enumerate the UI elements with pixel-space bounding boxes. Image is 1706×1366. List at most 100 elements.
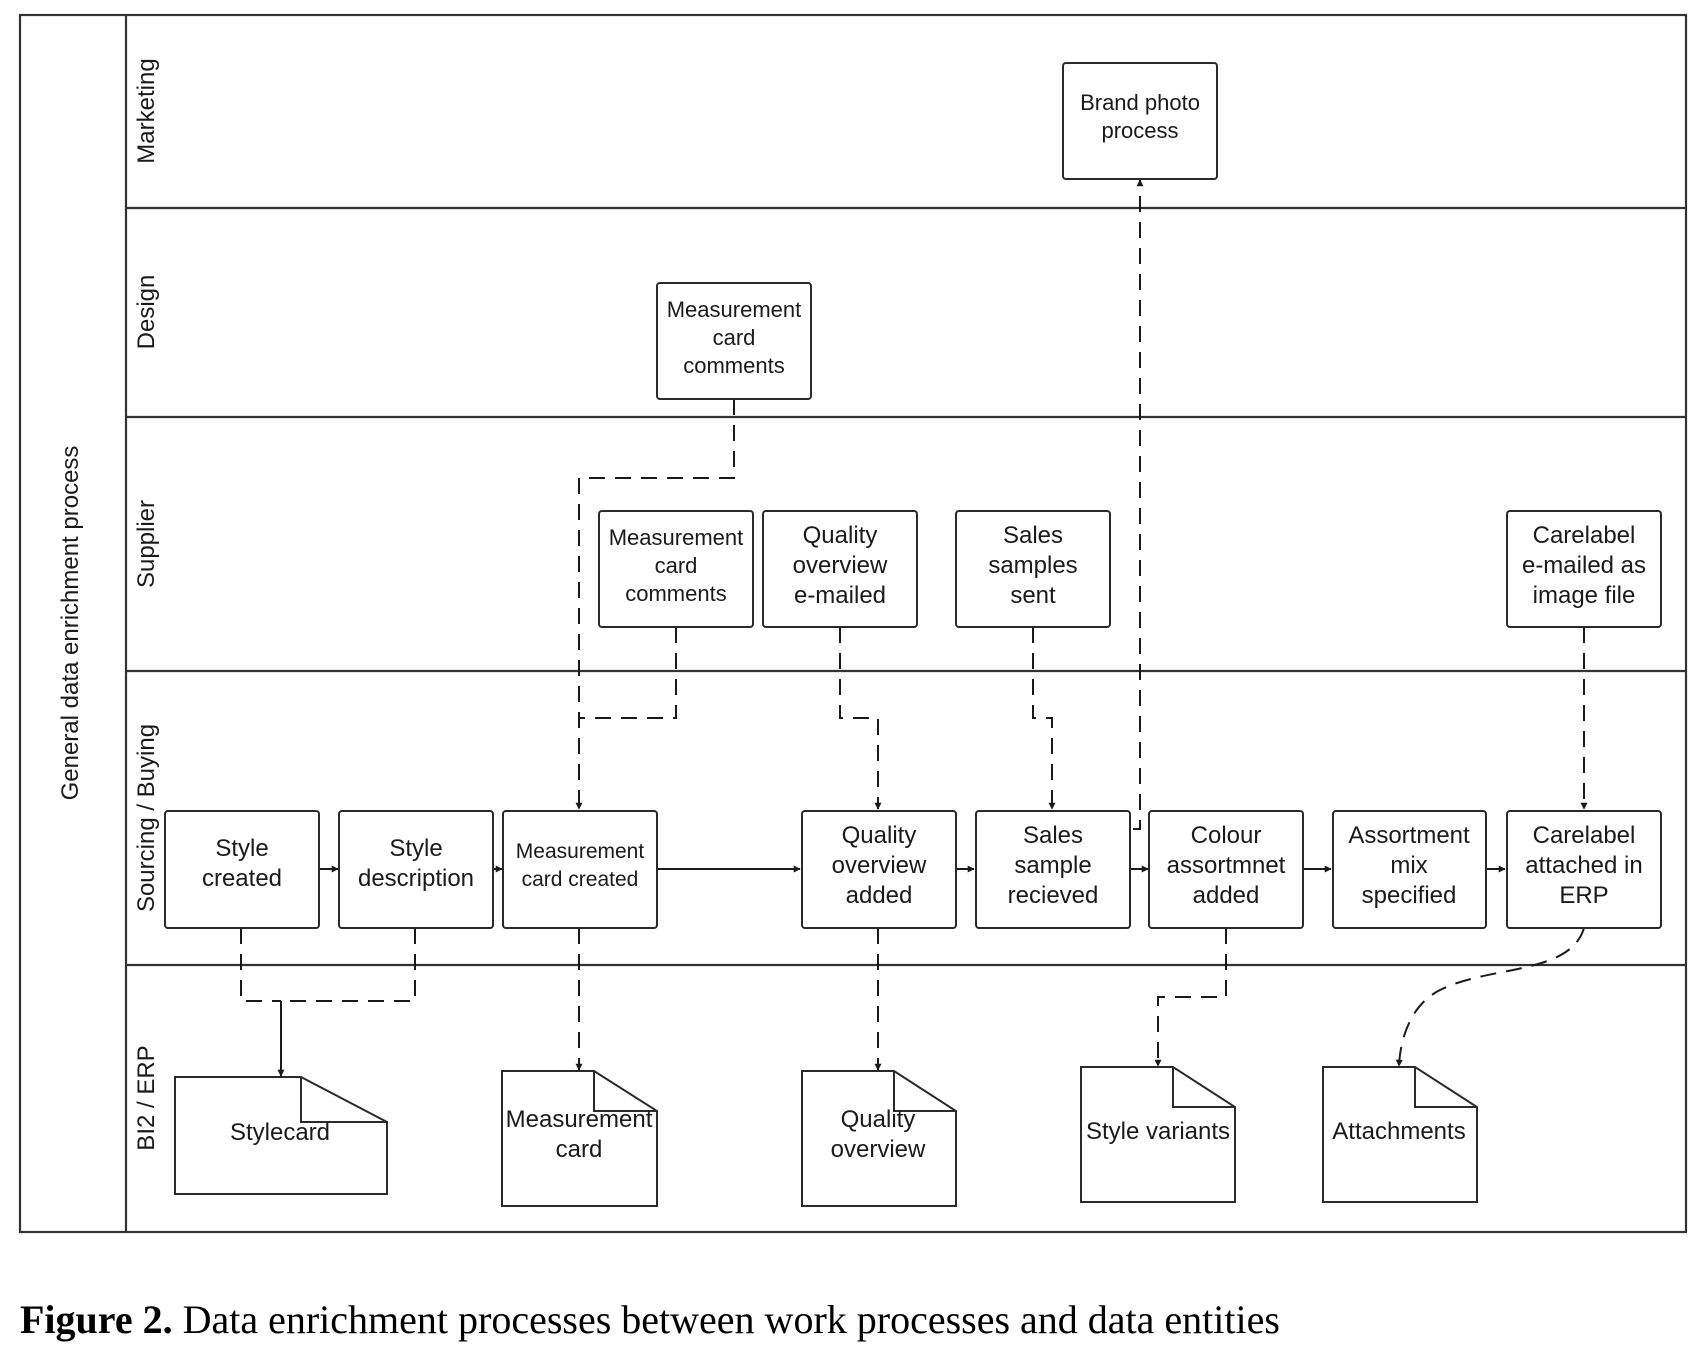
node-style-created-line-2: created bbox=[202, 865, 282, 892]
doc-measurement-card-line-2: card bbox=[556, 1136, 603, 1163]
node-design-mc-comments-line-1: Measurement bbox=[667, 297, 802, 322]
figure-caption-label: Figure 2. bbox=[20, 1297, 173, 1342]
node-quality-emailed-line-2: overview bbox=[793, 552, 888, 579]
node-supplier-mc-comments-line-3: comments bbox=[625, 581, 726, 606]
node-carelabel-emailed-line-2: e-mailed as bbox=[1522, 552, 1646, 579]
node-carelabel-emailed-line-1: Carelabel bbox=[1533, 522, 1636, 549]
edge-sales-received-to-brand-photo bbox=[1133, 179, 1144, 830]
node-sales-samples-sent: Sales samples sent bbox=[955, 510, 1111, 628]
node-style-description-line-1: Style bbox=[389, 835, 442, 862]
process-nodes: Brand photo process Measurement card commen… bbox=[164, 62, 1662, 929]
node-supplier-mc-comments-line-1: Measurement bbox=[609, 525, 744, 550]
node-style-description-line-2: description bbox=[358, 865, 474, 892]
node-colour-added-line-1: Colour bbox=[1191, 822, 1262, 849]
edge-style-description-to-stylecard bbox=[281, 928, 416, 1002]
edges bbox=[240, 179, 1588, 1077]
node-style-created: Style created bbox=[164, 810, 320, 929]
doc-stylecard: Stylecard bbox=[174, 1076, 388, 1195]
node-mc-created-line-1: Measurement bbox=[516, 840, 645, 863]
node-assortment-mix: Assortment mix specified bbox=[1332, 810, 1487, 929]
node-carelabel-attached-line-3: ERP bbox=[1559, 882, 1608, 909]
node-sales-received-line-1: Sales bbox=[1023, 822, 1083, 849]
lane-label-bi2: BI2 / ERP bbox=[133, 1045, 160, 1150]
node-assortment-mix-line-2: mix bbox=[1390, 852, 1427, 879]
svg-text:Attachments: Attachments bbox=[1332, 1118, 1465, 1145]
node-supplier-mc-comments-line-2: card bbox=[655, 553, 698, 578]
doc-quality-overview-line-1: Quality bbox=[841, 1106, 916, 1133]
data-entities: Stylecard Measurement card Quality overvie… bbox=[174, 1066, 1478, 1207]
node-colour-added-line-2: assortmnet bbox=[1167, 852, 1286, 879]
node-carelabel-emailed-line-3: image file bbox=[1533, 582, 1636, 609]
lane-label-supplier: Supplier bbox=[133, 500, 160, 588]
node-brand-photo-line-1: Brand photo bbox=[1080, 90, 1200, 115]
node-sales-samples-sent-line-3: sent bbox=[1010, 582, 1056, 609]
node-brand-photo-line-2: process bbox=[1101, 118, 1178, 143]
node-design-mc-comments-line-2: card bbox=[713, 325, 756, 350]
node-colour-added: Colour assortmnet added bbox=[1148, 810, 1304, 929]
doc-quality-overview-line-2: overview bbox=[831, 1136, 926, 1163]
node-quality-added-line-1: Quality bbox=[842, 822, 917, 849]
node-style-description: Style description bbox=[338, 810, 494, 929]
doc-attachments-line-1: Attachments bbox=[1332, 1118, 1465, 1145]
doc-style-variants: Style variants bbox=[1080, 1066, 1236, 1203]
node-quality-emailed-line-3: e-mailed bbox=[794, 582, 886, 609]
doc-quality-overview: Quality overview bbox=[801, 1070, 957, 1207]
node-quality-emailed-line-1: Quality bbox=[803, 522, 878, 549]
node-sales-samples-sent-line-2: samples bbox=[988, 552, 1077, 579]
svg-text:Style variants: Style variants bbox=[1086, 1118, 1230, 1145]
node-sales-samples-sent-line-1: Sales bbox=[1003, 522, 1063, 549]
node-mc-created: Measurement card created bbox=[502, 810, 658, 929]
doc-measurement-card-line-1: Measurement bbox=[506, 1106, 653, 1133]
edge-sales-samples-sent-to-sales-received bbox=[1032, 627, 1056, 810]
pool-frame bbox=[18, 13, 1688, 1234]
node-carelabel-attached: Carelabel attached in ERP bbox=[1506, 810, 1662, 929]
node-assortment-mix-line-3: specified bbox=[1362, 882, 1457, 909]
node-style-created-line-1: Style bbox=[215, 835, 268, 862]
node-assortment-mix-line-1: Assortment bbox=[1348, 822, 1470, 849]
edge-quality-emailed-to-quality-added bbox=[839, 627, 882, 810]
doc-stylecard-line-1: Stylecard bbox=[230, 1119, 330, 1146]
pool-label: General data enrichment process bbox=[57, 446, 84, 801]
node-mc-created-line-2: card created bbox=[522, 868, 639, 891]
node-brand-photo: Brand photo process bbox=[1062, 62, 1218, 180]
node-sales-received-line-3: recieved bbox=[1008, 882, 1099, 909]
node-quality-added-line-2: overview bbox=[832, 852, 927, 879]
node-design-mc-comments-line-3: comments bbox=[683, 353, 784, 378]
edge-supplier-mc-comments-to-mc-created bbox=[579, 627, 677, 719]
figure-caption-text: Data enrichment processes between work p… bbox=[182, 1297, 1280, 1342]
node-design-mc-comments: Measurement card comments bbox=[656, 282, 812, 400]
lane-label-design: Design bbox=[133, 275, 160, 350]
node-carelabel-attached-line-2: attached in bbox=[1525, 852, 1642, 879]
doc-attachments: Attachments bbox=[1322, 1066, 1478, 1203]
edge-colour-added-to-style-variants bbox=[1154, 928, 1227, 1067]
figure-caption: Figure 2. Data enrichment processes betw… bbox=[20, 1296, 1280, 1343]
node-carelabel-emailed: Carelabel e-mailed as image file bbox=[1506, 510, 1662, 628]
node-quality-emailed: Quality overview e-mailed bbox=[762, 510, 918, 628]
doc-style-variants-line-1: Style variants bbox=[1086, 1118, 1230, 1145]
node-supplier-mc-comments: Measurement card comments bbox=[598, 510, 754, 628]
node-carelabel-attached-line-1: Carelabel bbox=[1533, 822, 1636, 849]
edge-carelabel-attached-to-attachments bbox=[1395, 927, 1585, 1067]
svg-text:Stylecard: Stylecard bbox=[230, 1119, 330, 1146]
lane-label-marketing: Marketing bbox=[133, 58, 160, 163]
node-colour-added-line-3: added bbox=[1193, 882, 1260, 909]
process-diagram: General data enrichment process Marketin… bbox=[18, 13, 1688, 1234]
